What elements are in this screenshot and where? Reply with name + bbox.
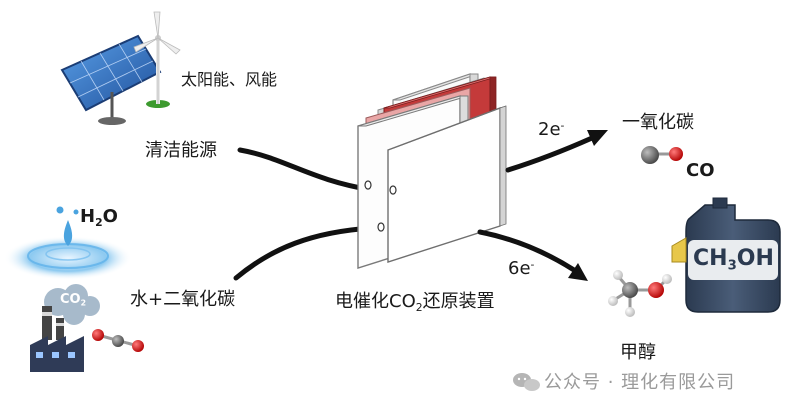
co2-molecule-icon	[92, 329, 144, 352]
watermark-text: 公众号 · 理化有限公司	[544, 372, 736, 393]
electrochemical-cell	[357, 73, 507, 269]
clean-energy-arrow	[237, 147, 375, 193]
watermark: 公众号 · 理化有限公司	[512, 366, 735, 396]
electrons-6-label: 6e-	[508, 258, 535, 279]
co2-bubble-label: CO2	[60, 292, 87, 308]
water-formula: H2O	[80, 206, 118, 229]
wind-turbine-icon	[133, 11, 181, 108]
methanol-output-arrow	[477, 229, 577, 273]
water-co2-label: 水+二氧化碳	[130, 289, 236, 310]
factory-icon	[30, 284, 100, 372]
device-label: 电催化CO2还原装置	[335, 291, 495, 314]
solar-panel-icon	[60, 34, 162, 125]
wechat-icon	[513, 373, 540, 391]
methanol-can-icon	[671, 197, 781, 313]
co-output-arrow	[505, 135, 595, 173]
water-co2-arrow	[233, 225, 375, 281]
water-drop-icon	[4, 206, 132, 280]
methanol-molecule-icon	[608, 270, 672, 317]
electrons-2-label: 2e-	[538, 119, 565, 140]
clean-energy-label: 清洁能源	[145, 140, 217, 161]
co-molecule-icon	[641, 146, 683, 164]
methanol-can-label: CH3OH	[693, 246, 774, 274]
methanol-arrow-head	[568, 263, 588, 281]
co-formula-label: CO	[686, 160, 715, 181]
co-arrow-head	[587, 130, 608, 146]
solar-wind-label: 太阳能、风能	[181, 70, 278, 89]
co-name-label: 一氧化碳	[622, 112, 694, 133]
methanol-name-label: 甲醇	[620, 342, 656, 363]
